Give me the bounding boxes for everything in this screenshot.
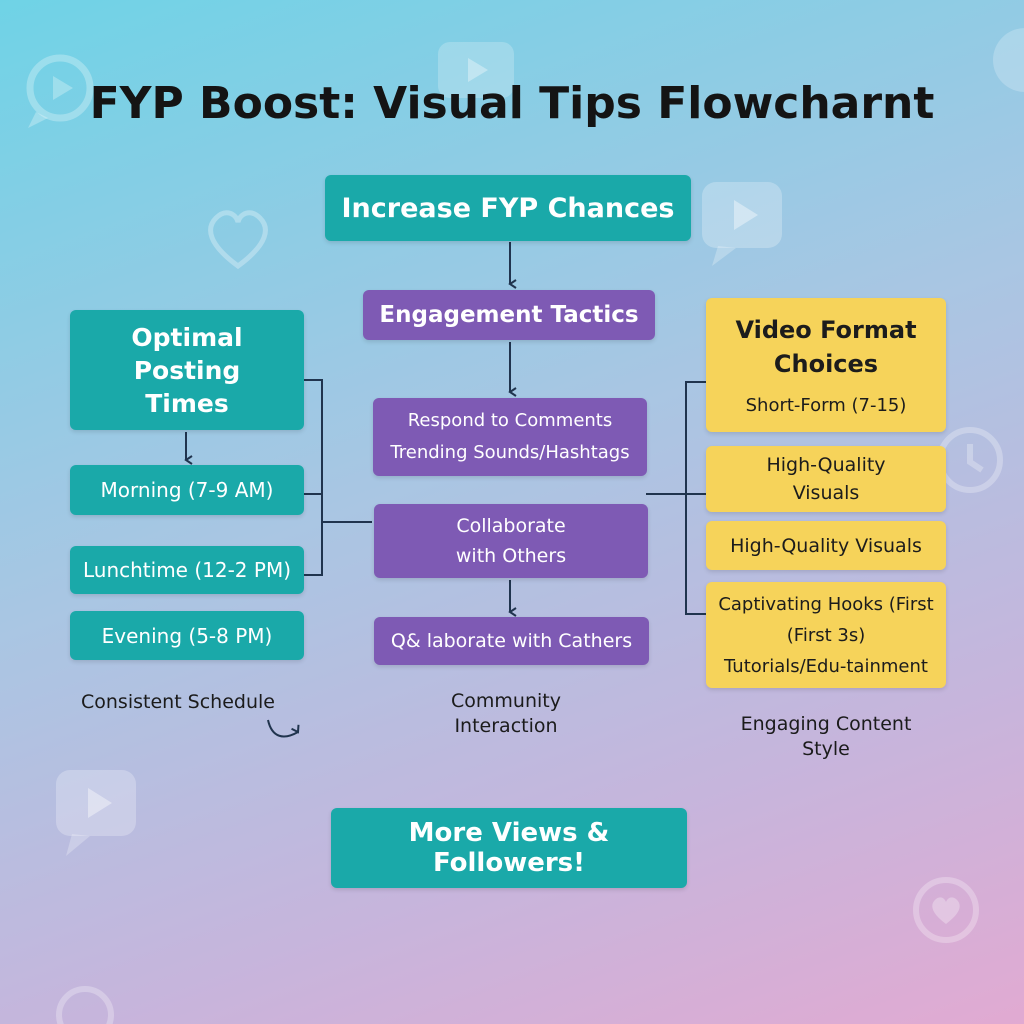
node-video-format-line1: Video Format <box>735 316 917 344</box>
node-hooks-line3: Tutorials/Edu-tainment <box>724 655 928 677</box>
caption-community-interaction: Community Interaction <box>404 689 608 739</box>
caption-engaging-content-style: Engaging Content Style <box>716 712 936 762</box>
node-morning: Morning (7-9 AM) <box>70 465 304 515</box>
node-high-quality-visuals-2-label: High-Quality Visuals <box>730 534 922 557</box>
page-title: FYP Boost: Visual Tips Flowcharnt <box>89 78 935 129</box>
right-bracket <box>646 381 706 615</box>
play-bubble-icon <box>702 182 782 266</box>
node-engagement-tactics: Engagement Tactics <box>363 290 655 340</box>
node-qa-label: Q& laborate with Cathers <box>390 630 633 652</box>
node-engagement-tactics-label: Engagement Tactics <box>379 302 639 328</box>
schedule-arrow <box>267 719 300 738</box>
node-evening: Evening (5-8 PM) <box>70 611 304 660</box>
node-morning-label: Morning (7-9 AM) <box>100 478 274 502</box>
node-increase-fyp: Increase FYP Chances <box>325 175 691 241</box>
node-lunchtime-label: Lunchtime (12-2 PM) <box>82 558 292 582</box>
play-bubble-icon <box>438 42 514 98</box>
node-evening-label: Evening (5-8 PM) <box>101 623 273 648</box>
node-collaborate-line2: with Others <box>455 545 567 567</box>
node-optimal-posting-times: Optimal Posting Times <box>70 310 304 430</box>
node-increase-fyp-label: Increase FYP Chances <box>341 192 675 224</box>
caption-consistent-schedule: Consistent Schedule <box>60 690 296 715</box>
heart-bubble-icon <box>913 877 979 943</box>
node-optimal-line3: Times <box>145 388 229 418</box>
caption-consistent-schedule-label: Consistent Schedule <box>81 691 275 713</box>
heart-icon <box>208 210 268 270</box>
play-bubble-icon <box>993 28 1024 92</box>
node-optimal-line1: Optimal <box>131 322 243 352</box>
node-short-form-label: Short-Form (7-15) <box>745 395 907 416</box>
node-trending-label: Trending Sounds/Hashtags <box>390 442 630 463</box>
node-high-quality-line1: High-Quality <box>766 454 886 476</box>
node-video-format-line2: Choices <box>773 350 879 378</box>
node-lunchtime: Lunchtime (12-2 PM) <box>70 546 304 594</box>
node-respond-trending: Respond to Comments Trending Sounds/Hash… <box>373 398 647 476</box>
node-high-quality-visuals: High-Quality Visuals <box>706 446 946 512</box>
clock-icon <box>56 986 114 1024</box>
node-hooks-line1: Captivating Hooks (First <box>718 593 934 615</box>
caption-engaging-line2: Style <box>802 738 850 760</box>
node-more-views-label: More Views & Followers! <box>408 818 610 878</box>
node-optimal-line2: Posting <box>133 355 241 385</box>
caption-community-line1: Community <box>451 690 561 712</box>
node-video-format-choices: Video Format Choices Short-Form (7-15) <box>706 298 946 432</box>
node-qa: Q& laborate with Cathers <box>374 617 649 665</box>
left-bracket <box>304 379 372 576</box>
node-high-quality-line2: Visuals <box>792 482 860 504</box>
node-more-views-followers: More Views & Followers! <box>331 808 687 888</box>
node-high-quality-visuals-2: High-Quality Visuals <box>706 521 946 570</box>
caption-engaging-line1: Engaging Content <box>740 713 912 735</box>
node-respond-label: Respond to Comments <box>407 410 613 431</box>
play-bubble-icon <box>56 770 136 856</box>
caption-community-line2: Interaction <box>454 715 558 737</box>
node-collaborate-line1: Collaborate <box>456 515 566 537</box>
node-collaborate: Collaborate with Others <box>374 504 648 578</box>
node-captivating-hooks: Captivating Hooks (First (First 3s) Tuto… <box>706 582 946 688</box>
node-hooks-line2: (First 3s) <box>786 624 866 646</box>
play-bubble-icon <box>26 54 94 128</box>
